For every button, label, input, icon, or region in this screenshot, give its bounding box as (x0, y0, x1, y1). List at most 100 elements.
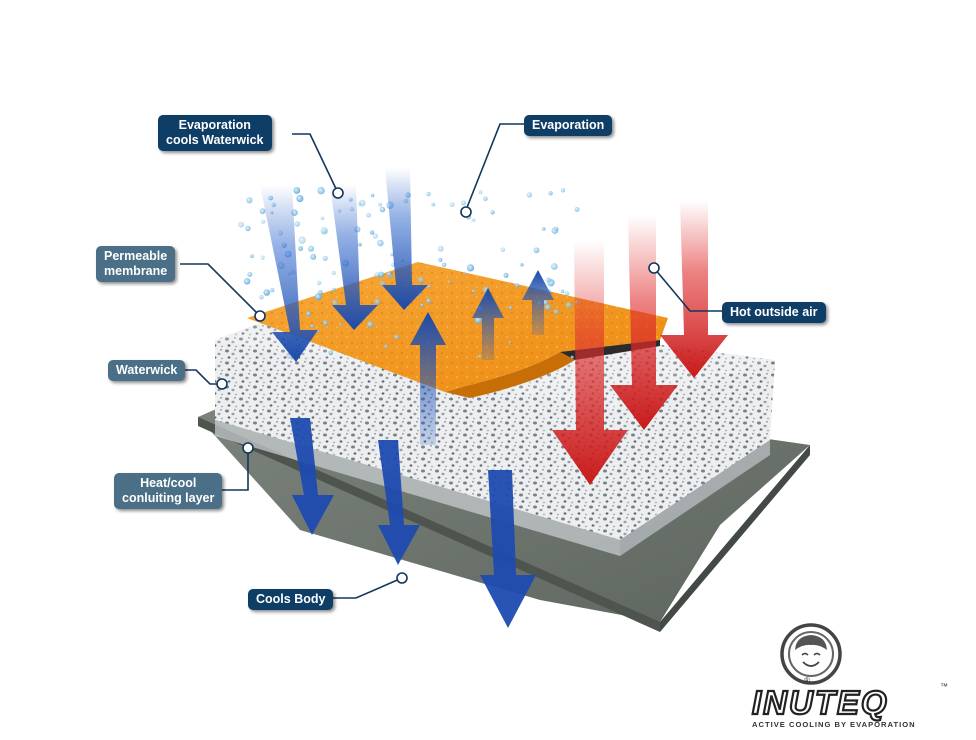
water-droplet (314, 293, 322, 301)
water-droplet (320, 227, 328, 235)
brand-logo: ® INUTEQ ™ ACTIVE COOLING BY EVAPORATION (751, 616, 962, 729)
water-droplet (293, 187, 301, 194)
water-droplet (384, 344, 388, 349)
water-droplet (478, 190, 483, 195)
brand-trademark: ™ (940, 682, 948, 691)
label-line: membrane (104, 264, 168, 278)
water-droplet (322, 255, 328, 261)
water-droplet (310, 253, 317, 260)
label-line: Permeable (104, 249, 168, 263)
water-droplet (560, 188, 566, 193)
water-droplet (246, 197, 253, 204)
leader-dot (254, 310, 266, 322)
water-droplet (328, 350, 334, 355)
water-droplet (474, 316, 482, 324)
water-droplet (245, 225, 251, 232)
water-droplet (247, 272, 253, 277)
label-hot-outside-air: Hot outside air (722, 302, 826, 323)
water-droplet (515, 283, 520, 288)
cool-arrow (330, 185, 378, 330)
label-evaporation-cools-waterwick: Evaporation cools Waterwick (158, 115, 272, 151)
water-droplet (296, 194, 304, 203)
water-droplet (460, 200, 467, 206)
water-droplet (490, 210, 495, 215)
water-droplet (570, 355, 574, 359)
leader-dot (216, 378, 228, 390)
water-droplet (331, 270, 336, 276)
water-droplet (548, 191, 553, 196)
water-droplet (306, 311, 311, 317)
water-droplet (526, 192, 533, 198)
water-droplet (322, 319, 329, 326)
water-droplet (543, 299, 549, 306)
water-droplet (463, 271, 467, 276)
water-droplet (373, 298, 381, 306)
water-droplet (261, 219, 266, 224)
hot-air-arrows (552, 200, 728, 485)
water-droplet (441, 262, 447, 268)
water-droplet (294, 221, 300, 227)
water-droplet (426, 298, 432, 304)
leader-hot-air (653, 267, 726, 312)
water-droplet (426, 191, 431, 197)
cool-arrow (260, 185, 318, 362)
leader-dots (216, 187, 660, 584)
cool-arrow-body (290, 418, 334, 535)
cool-arrow-body (480, 470, 536, 628)
water-droplet (367, 321, 374, 328)
label-line: Heat/cool (140, 476, 197, 490)
cool-arrow (382, 168, 428, 310)
leader-lines (180, 123, 726, 599)
water-droplet (270, 288, 275, 293)
water-droplet (541, 227, 546, 231)
water-droplet (369, 230, 375, 235)
leader-dot (460, 206, 472, 218)
water-droplet (472, 218, 476, 222)
label-evaporation: Evaporation (524, 115, 613, 136)
water-droplet (243, 278, 251, 285)
water-droplet (310, 324, 315, 328)
water-droplet (574, 207, 580, 212)
water-droplet (390, 252, 394, 257)
brand-registered-mark: ® (804, 676, 810, 685)
water-droplet (338, 322, 343, 327)
water-droplet (508, 340, 512, 344)
water-droplet (332, 287, 336, 292)
water-droplet (447, 280, 451, 284)
brand-name: INUTEQ (751, 683, 889, 722)
label-line: Evaporation (178, 118, 251, 132)
water-droplet (358, 202, 362, 206)
label-permeable-membrane: Permeable membrane (96, 246, 176, 282)
cool-arrows-down (260, 168, 536, 628)
water-droplet (370, 193, 375, 198)
water-droplet (394, 334, 400, 340)
water-droplet (259, 208, 266, 215)
leader-base-layer (222, 448, 249, 491)
water-droplet (263, 289, 271, 296)
water-droplet (520, 263, 524, 267)
leader-dot (332, 187, 344, 199)
label-line: conluiting layer (122, 491, 215, 505)
water-droplet (320, 216, 325, 221)
water-droplet (427, 284, 432, 289)
leader-evaporation-cools (292, 133, 339, 194)
water-droplet (317, 186, 325, 195)
water-droplet (533, 247, 540, 254)
water-droplet (437, 245, 444, 252)
leader-permeable-membrane (180, 263, 259, 315)
leader-dot (242, 442, 254, 454)
water-droplet (478, 354, 482, 359)
water-droplet (547, 278, 552, 283)
water-droplet (503, 272, 509, 278)
water-droplet (550, 263, 558, 270)
water-droplet (564, 291, 570, 296)
label-waterwick: Waterwick (108, 360, 186, 381)
water-droplet (372, 233, 379, 239)
cool-arrows-up (410, 270, 554, 445)
inuteq-logo-face-icon (780, 623, 842, 685)
brand-tagline: ACTIVE COOLING BY EVAPORATION (752, 720, 916, 729)
leader-waterwick (182, 369, 222, 385)
cool-arrow-body (378, 440, 420, 565)
label-heat-cool-layer: Heat/cool conluiting layer (114, 473, 223, 509)
